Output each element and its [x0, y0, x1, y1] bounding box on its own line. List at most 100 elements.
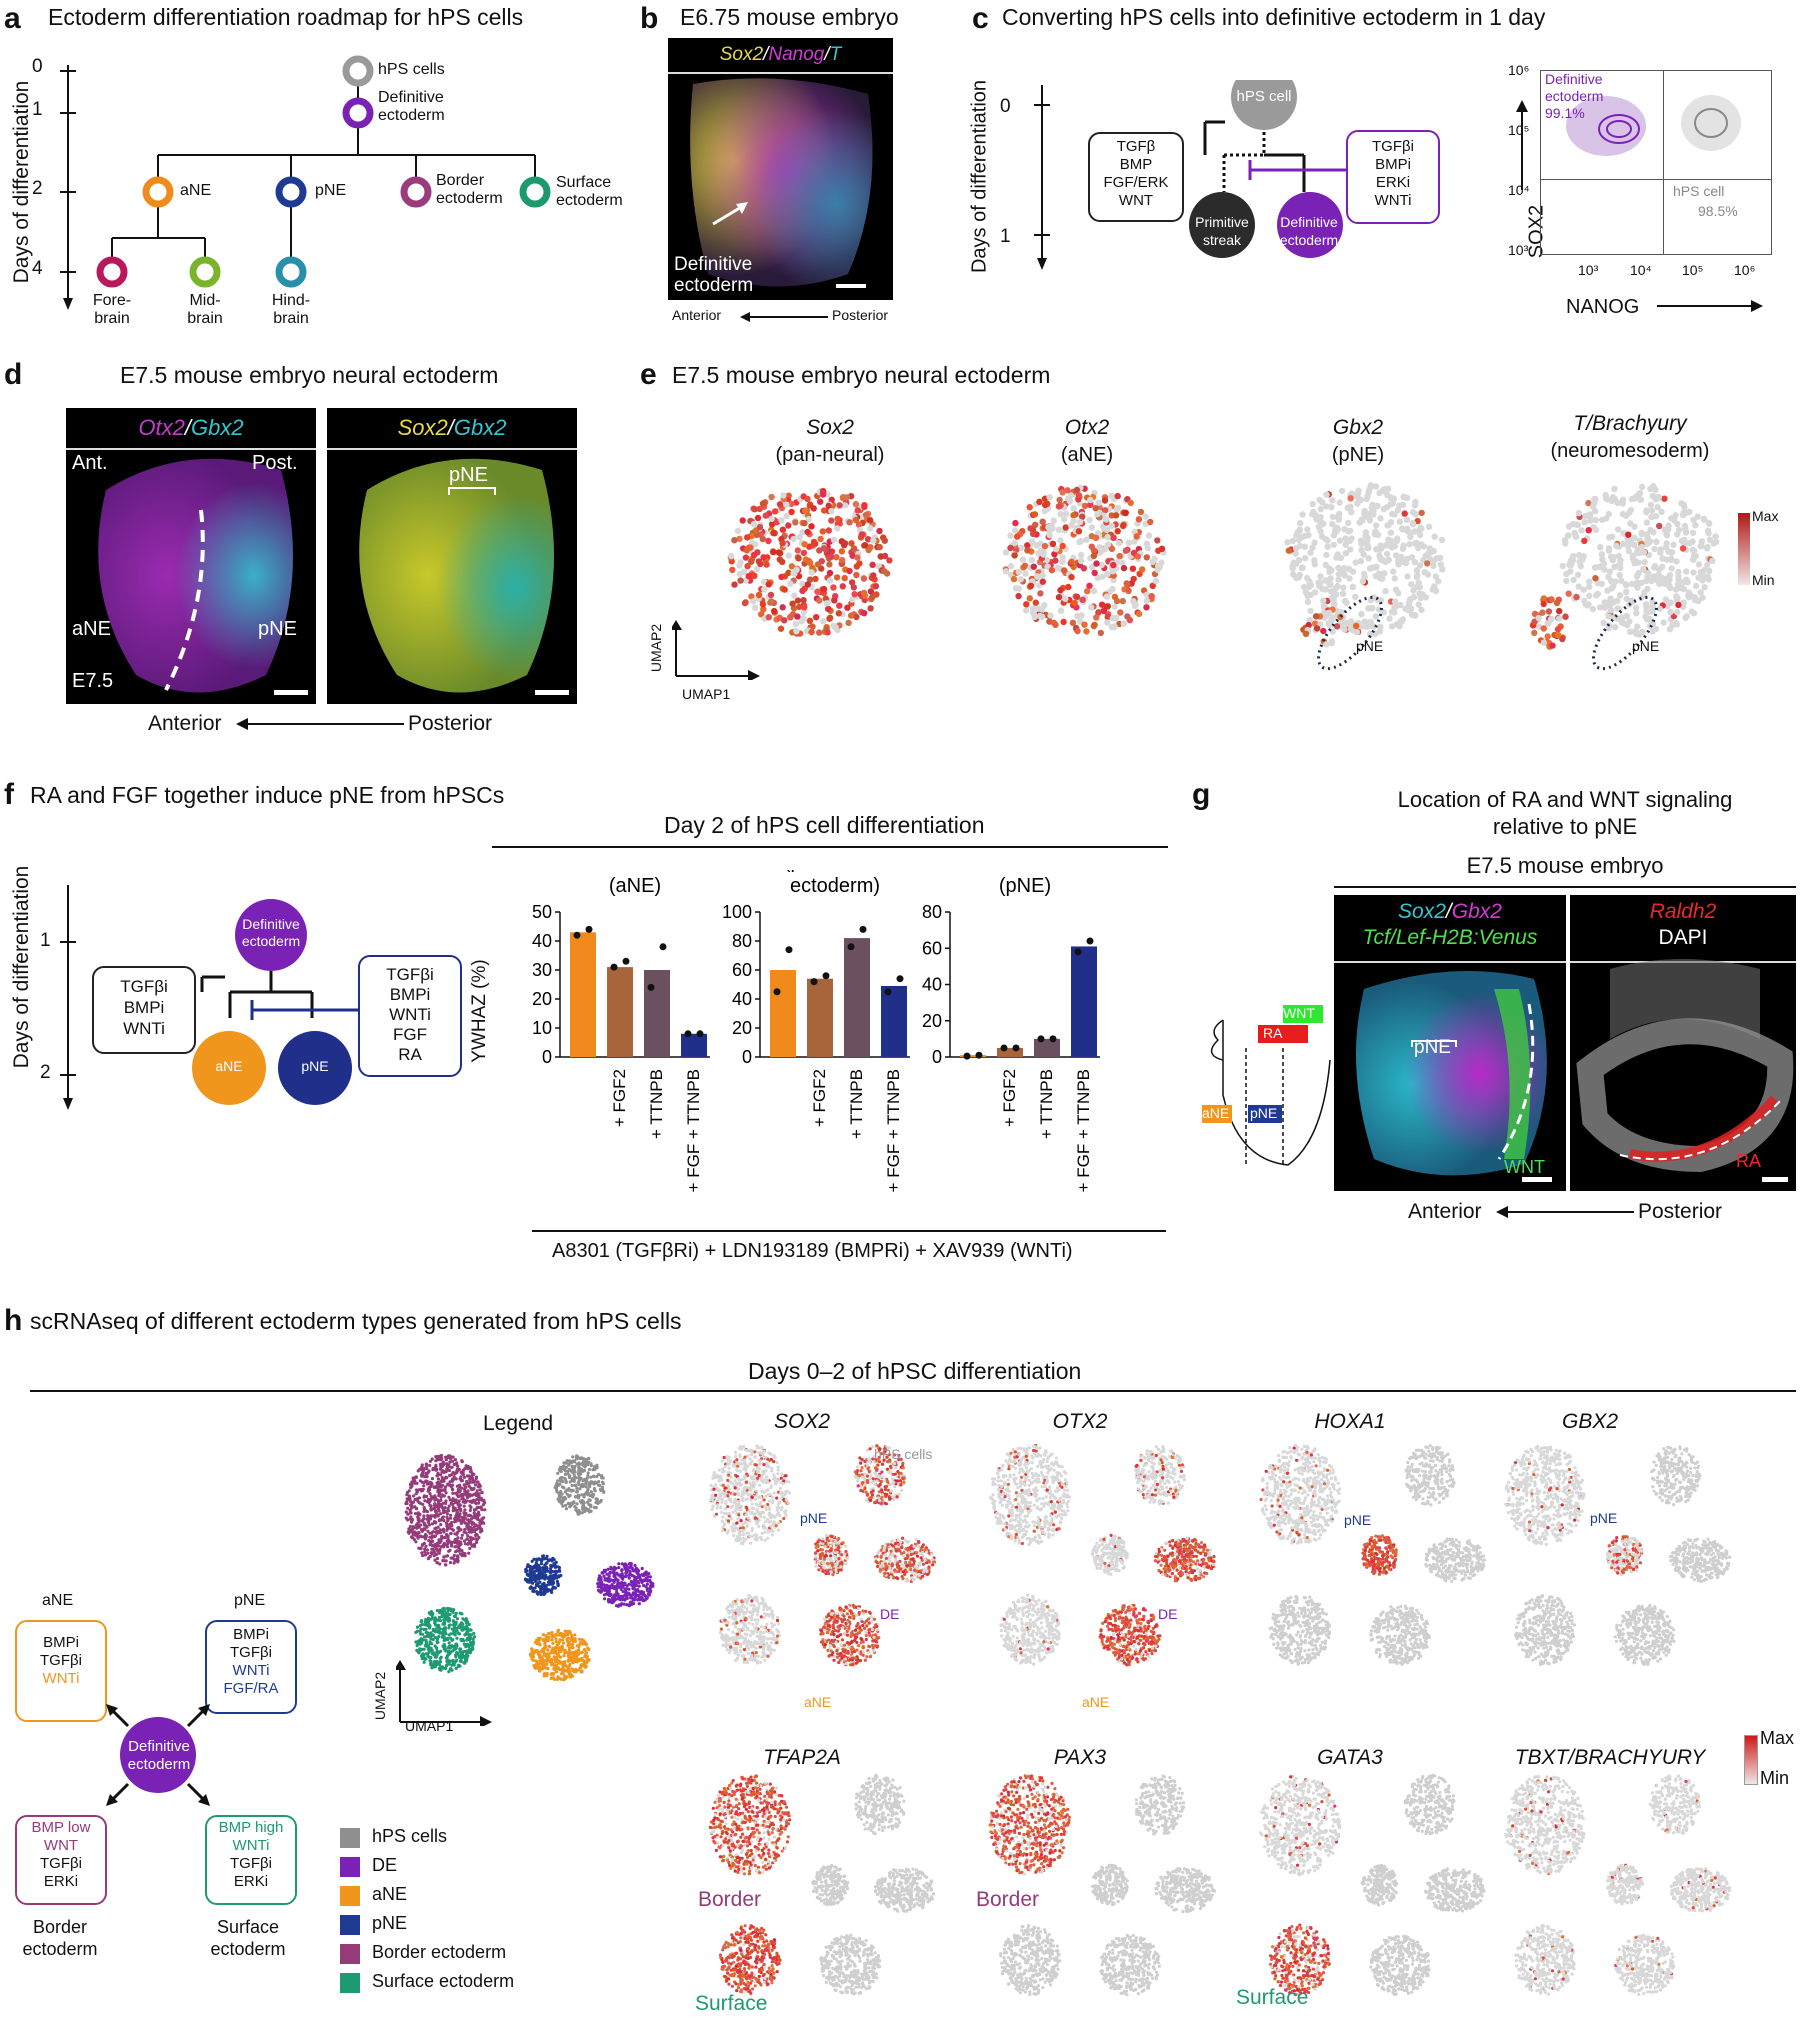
cell-dot	[567, 1649, 572, 1653]
cell-dot	[460, 1492, 464, 1496]
cell-dot	[478, 1525, 482, 1529]
cell-dot	[807, 576, 814, 583]
cell-dot	[1390, 568, 1397, 575]
h-diagram-arrows	[106, 1704, 210, 1806]
cell-dot	[556, 1471, 560, 1475]
cell-dot	[436, 1630, 440, 1634]
cell-dot	[433, 1545, 437, 1549]
cell-dot	[1632, 493, 1639, 501]
cell-dot	[570, 1651, 574, 1656]
cell-dot	[806, 617, 814, 624]
cell-dot	[600, 1586, 605, 1590]
cell-dot	[1124, 613, 1131, 620]
cell-dot	[1307, 582, 1315, 589]
cell-dot	[558, 1646, 562, 1650]
cell-dot	[1656, 522, 1663, 530]
cell-dot	[750, 505, 757, 512]
cell-dot	[1380, 505, 1387, 513]
cell-dot	[1701, 566, 1708, 574]
cell-dot	[838, 548, 846, 555]
cell-dot	[1606, 568, 1614, 575]
cell-dot	[408, 1496, 412, 1500]
cell-dot	[1372, 522, 1380, 529]
h-surface-title: Surface ectoderm	[188, 1916, 308, 1960]
cell-dot	[1554, 631, 1562, 639]
cell-dot	[441, 1515, 445, 1519]
cell-dot	[1333, 623, 1341, 630]
cell-dot	[1650, 482, 1657, 490]
cell-dot	[778, 1513, 782, 1518]
cell-dot	[1325, 620, 1332, 627]
cell-dot	[459, 1528, 463, 1532]
cell-dot	[1650, 529, 1657, 536]
cell-dot	[1071, 599, 1078, 607]
bar	[1034, 1038, 1060, 1057]
cell-dot	[421, 1638, 425, 1642]
cell-dot	[468, 1466, 472, 1470]
d-post: Post.	[252, 452, 298, 475]
cell-dot	[1562, 613, 1569, 620]
cell-dot	[1592, 495, 1599, 503]
box-signals-on: TGFβ BMP FGF/ERK WNT	[1088, 132, 1184, 222]
cell-dot	[551, 1585, 555, 1589]
e-pne-label-1: pNE	[1356, 638, 1383, 654]
cell-dot	[1392, 552, 1400, 559]
cell-dot	[1586, 583, 1593, 590]
cell-dot	[1094, 574, 1101, 581]
cell-dot	[560, 1500, 564, 1504]
cell-dot	[775, 549, 782, 556]
cell-dot	[1022, 570, 1029, 577]
cell-dot	[560, 1492, 564, 1496]
cell-dot	[1135, 610, 1143, 617]
cell-dot	[570, 1633, 574, 1637]
cell-dot	[783, 501, 790, 508]
cell-dot	[1410, 521, 1417, 528]
cell-dot	[544, 1562, 548, 1566]
cell-dot	[439, 1498, 443, 1502]
cell-dot	[603, 1597, 607, 1601]
cell-dot	[466, 1534, 470, 1538]
cell-dot	[459, 1475, 463, 1479]
cell-dot	[459, 1540, 463, 1544]
cell-dot	[627, 1591, 631, 1595]
legend-border: Border ectoderm	[372, 1942, 506, 1963]
cell-dot	[617, 1562, 621, 1566]
cell-dot	[433, 1635, 437, 1639]
cell-dot	[559, 1490, 563, 1494]
cell-dot	[1377, 515, 1384, 522]
cell-dot	[1357, 557, 1365, 565]
cell-dot	[1391, 609, 1398, 616]
cell-dot	[577, 1637, 581, 1641]
cell-dot	[532, 1557, 536, 1561]
cell-dot	[881, 537, 888, 544]
cell-dot	[528, 1570, 532, 1575]
cell-dot	[575, 1486, 579, 1490]
cell-dot	[1112, 512, 1120, 519]
g-wnt-label: WNT	[1504, 1157, 1545, 1178]
cell-dot	[1070, 517, 1077, 525]
cell-dot	[444, 1462, 449, 1466]
cell-dot	[1613, 615, 1621, 622]
cell-dot	[1559, 562, 1566, 570]
cell-dot	[1430, 562, 1437, 569]
cell-dot	[765, 614, 772, 621]
cell-dot	[478, 1488, 482, 1492]
cell-dot	[541, 1659, 545, 1663]
e-pne-label-2: pNE	[1632, 638, 1659, 654]
cell-dot	[787, 580, 794, 587]
cell-dot	[1617, 564, 1624, 571]
cell-dot	[1619, 540, 1627, 548]
cell-dot	[854, 554, 861, 561]
cell-dot	[776, 1528, 781, 1532]
cell-dot	[564, 1503, 568, 1507]
cell-dot	[753, 565, 761, 573]
cell-dot	[424, 1480, 428, 1484]
cell-dot	[405, 1490, 410, 1495]
cell-dot	[541, 1664, 545, 1668]
h-gene-gbx2: GBX2	[1540, 1410, 1640, 1434]
cell-dot	[1341, 626, 1348, 633]
cell-dot	[731, 537, 738, 544]
cell-dot	[584, 1462, 588, 1466]
data-point	[896, 975, 904, 983]
cell-dot	[530, 1650, 534, 1654]
